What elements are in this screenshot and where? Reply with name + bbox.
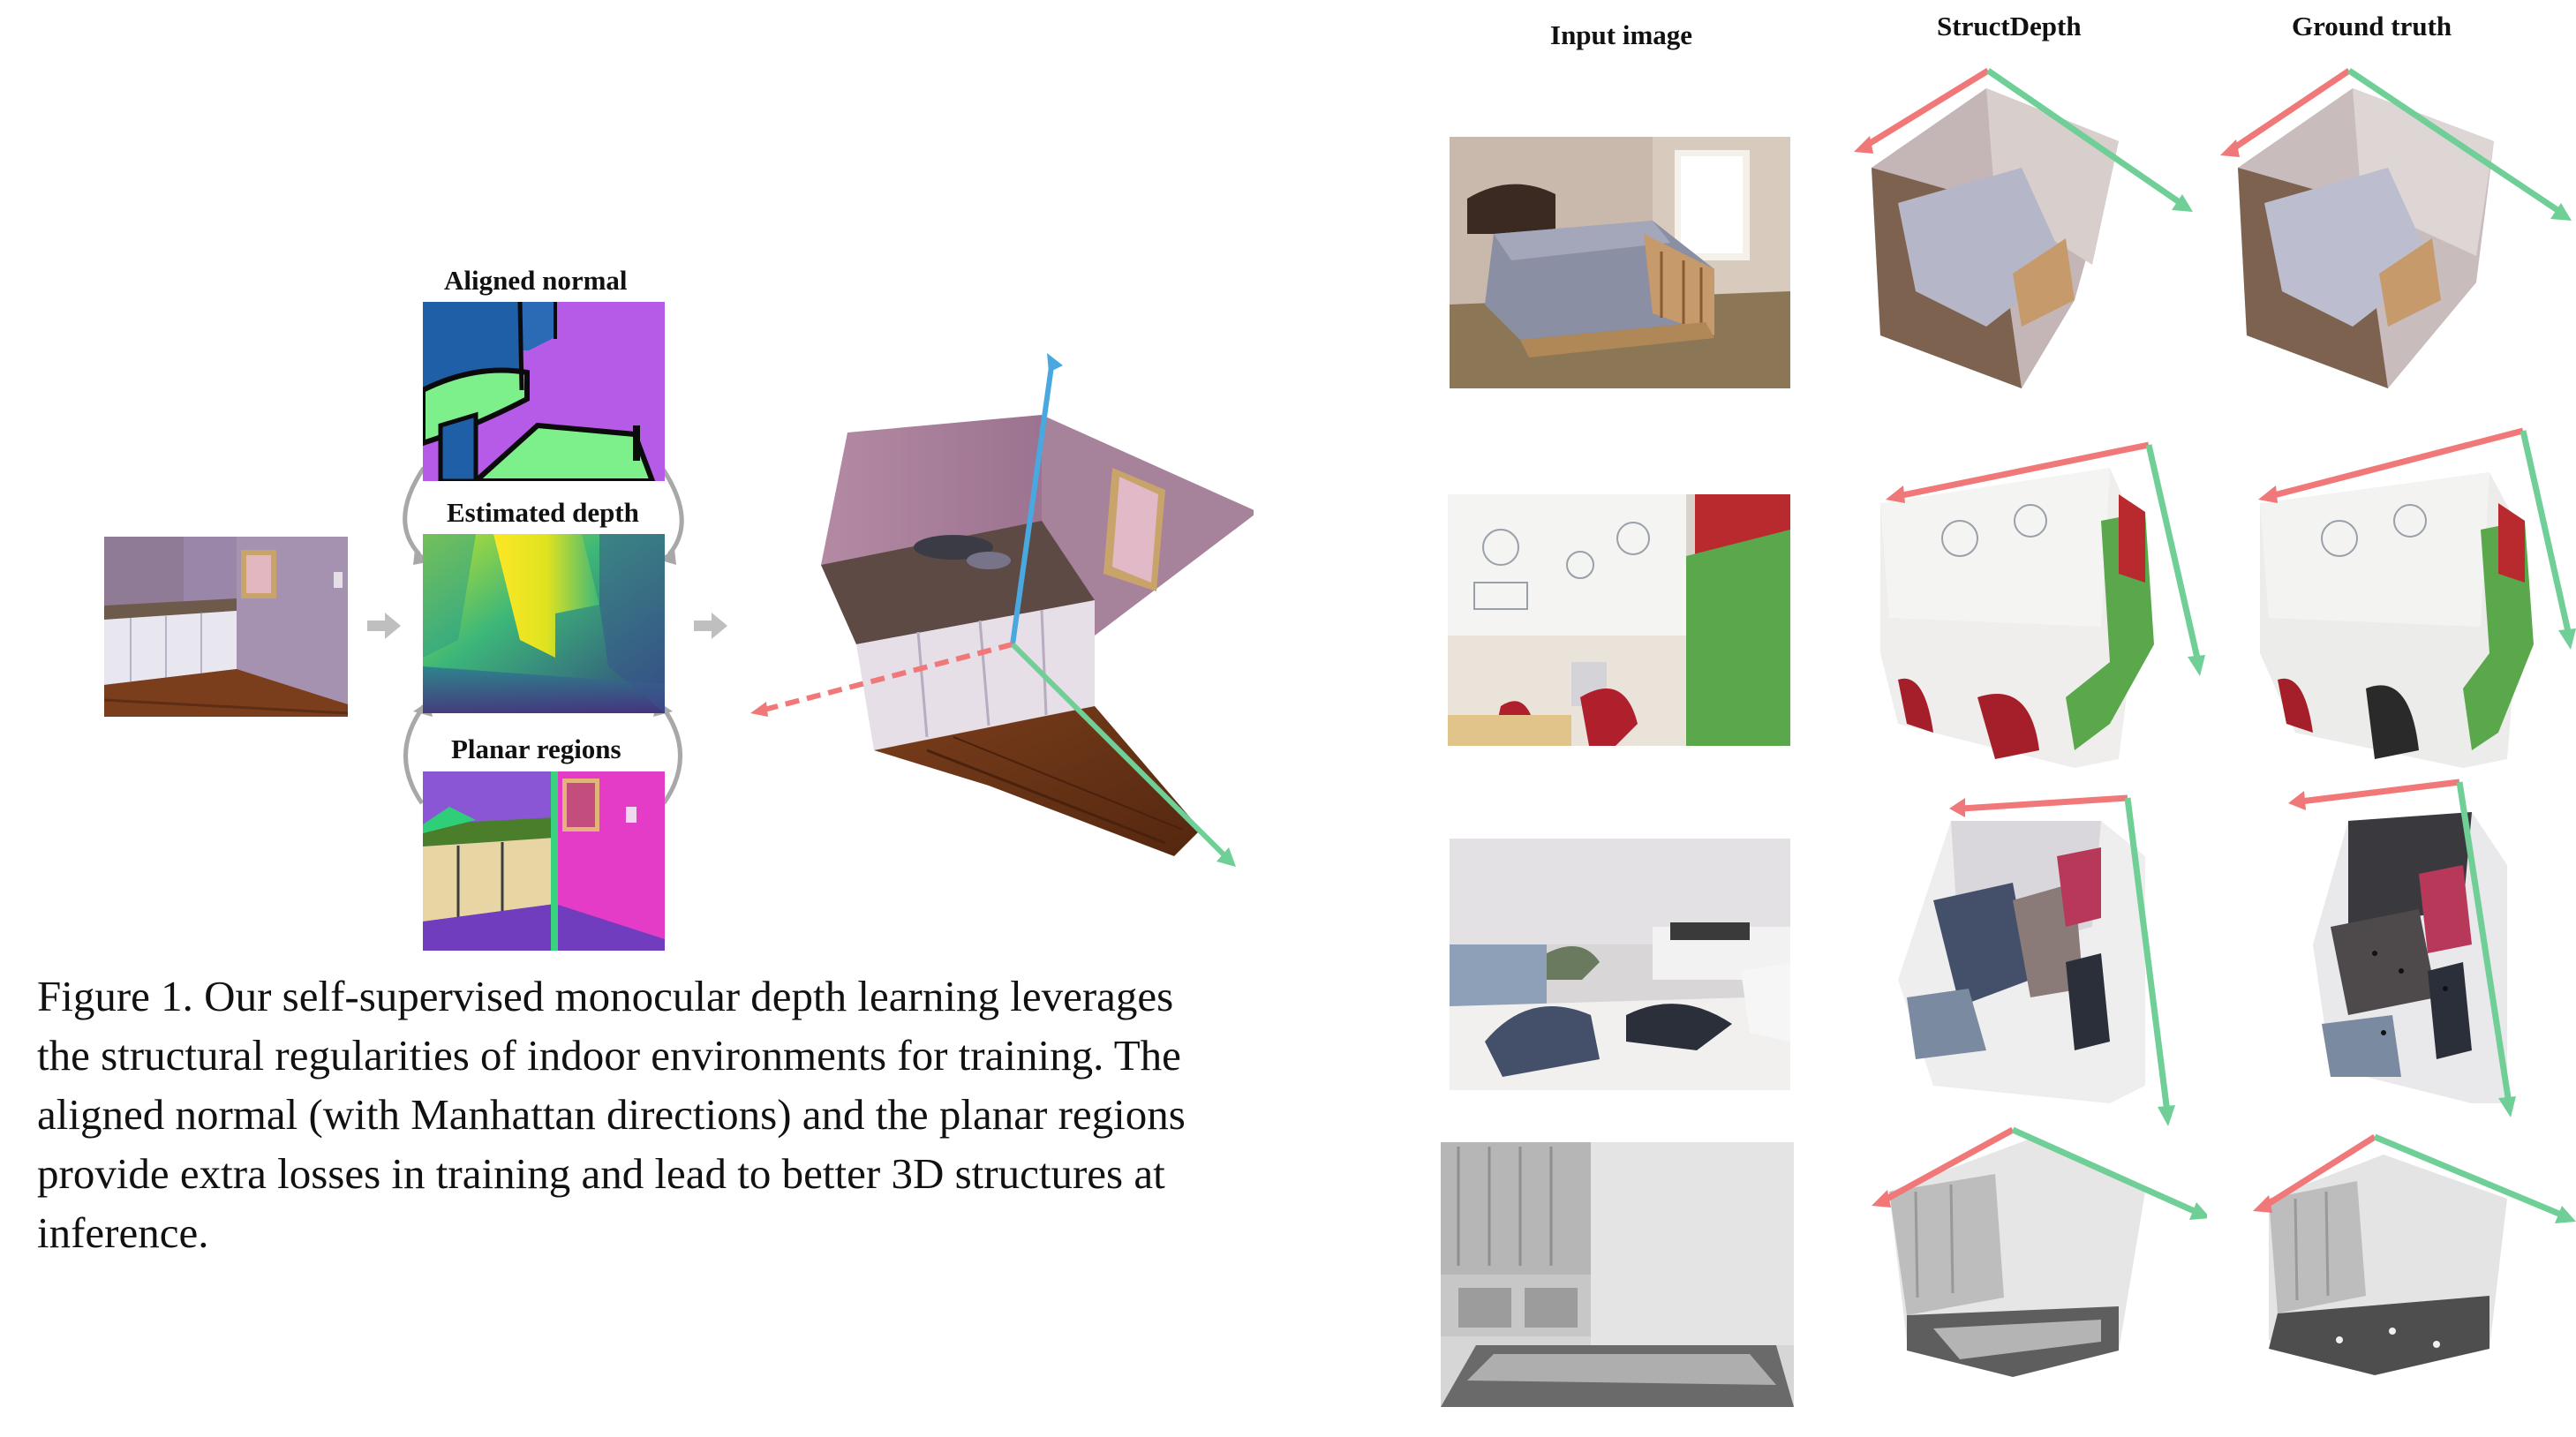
kitchen-3d-reconstruction [750, 353, 1254, 867]
column-header-structdepth: StructDepth [1937, 11, 2082, 41]
row1-ground-truth-reconstruction [2220, 68, 2572, 388]
aligned-normal-map [423, 302, 665, 481]
row2-input-image [1448, 494, 1790, 746]
row1-structdepth-reconstruction [1854, 68, 2193, 388]
caption-line: provide extra losses in training and lea… [37, 1149, 1165, 1198]
estimated-depth-label: Estimated depth [447, 497, 639, 528]
aligned-normal-label: Aligned normal [444, 265, 628, 296]
row4-input-image [1441, 1142, 1794, 1407]
row3-ground-truth-reconstruction [2288, 779, 2516, 1117]
row3-input-image [1450, 839, 1790, 1090]
estimated-depth-map [423, 534, 665, 713]
row4-structdepth-reconstruction [1872, 1126, 2207, 1377]
caption-line: Figure 1. Our self-supervised monocular … [37, 972, 1174, 1020]
caption-line: aligned normal (with Manhattan direction… [37, 1090, 1186, 1139]
planar-regions-map [423, 771, 665, 951]
row2-ground-truth-reconstruction [2258, 427, 2576, 768]
row4-ground-truth-reconstruction [2253, 1133, 2576, 1375]
figure-caption: Figure 1. Our self-supervised monocular … [37, 967, 1361, 1262]
column-header-input: Input image [1550, 19, 1693, 50]
caption-line: the structural regularities of indoor en… [37, 1031, 1181, 1080]
planar-regions-label: Planar regions [451, 734, 621, 764]
kitchen-input-image [104, 537, 348, 717]
arrow-right-icon [367, 613, 401, 639]
row3-structdepth-reconstruction [1898, 794, 2175, 1126]
caption-line: inference. [37, 1208, 209, 1257]
column-header-ground-truth: Ground truth [2292, 11, 2452, 41]
arrow-right-icon [694, 613, 727, 639]
row1-input-image [1450, 137, 1790, 388]
row2-structdepth-reconstruction [1880, 441, 2205, 768]
